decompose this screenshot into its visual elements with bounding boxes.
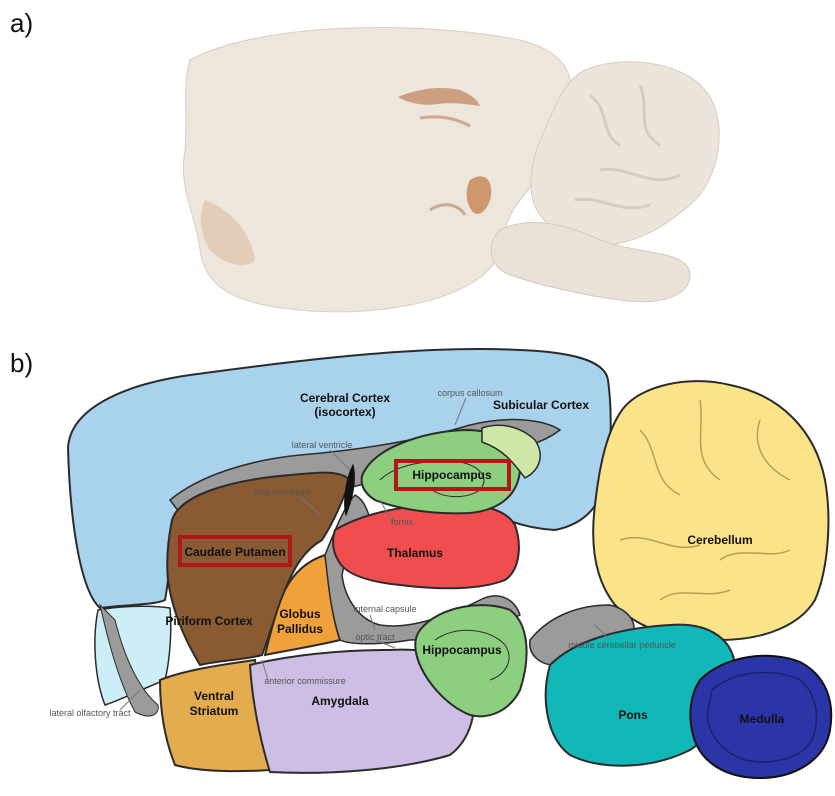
ventral-striatum-sublabel: Striatum (190, 704, 239, 718)
hippocampus-upper-label: Hippocampus (412, 468, 492, 482)
stria-terminalis-label: stria terminalis (253, 487, 312, 497)
brain-section-photo (183, 27, 719, 311)
cerebral-cortex-label: Cerebral Cortex (300, 391, 390, 405)
cerebellum-label: Cerebellum (687, 533, 752, 547)
internal-capsule-label: internal capsule (353, 604, 416, 614)
brain-diagram: Cerebral Cortex (isocortex) Subicular Co… (49, 349, 831, 778)
anterior-commissure-label: anterior commissure (264, 676, 346, 686)
pons-label: Pons (618, 708, 648, 722)
middle-cerebellar-peduncle-label: middle cerebellar peduncle (568, 640, 676, 650)
optic-tract-label: optic tract (355, 632, 395, 642)
fornix-label: fornix (391, 517, 414, 527)
subicular-cortex-label: Subicular Cortex (493, 398, 589, 412)
amygdala-label: Amygdala (311, 694, 369, 708)
piriform-cortex-label: Piriform Cortex (165, 614, 253, 628)
cerebral-cortex-sublabel: (isocortex) (314, 405, 375, 419)
lateral-olfactory-tract-label: lateral olfactory tract (49, 708, 131, 718)
thalamus-label: Thalamus (387, 546, 443, 560)
medulla-label: Medulla (740, 712, 785, 726)
cerebellum-region (593, 381, 828, 640)
globus-pallidus-label: Globus (279, 607, 321, 621)
corpus-callosum-label: corpus callosum (437, 388, 502, 398)
globus-pallidus-sublabel: Pallidus (277, 622, 323, 636)
hippocampus-lower-label: Hippocampus (422, 643, 502, 657)
caudate-putamen-label: Caudate Putamen (184, 545, 285, 559)
lateral-ventricle-label: lateral ventricle (292, 440, 353, 450)
ventral-striatum-label: Ventral (194, 689, 234, 703)
